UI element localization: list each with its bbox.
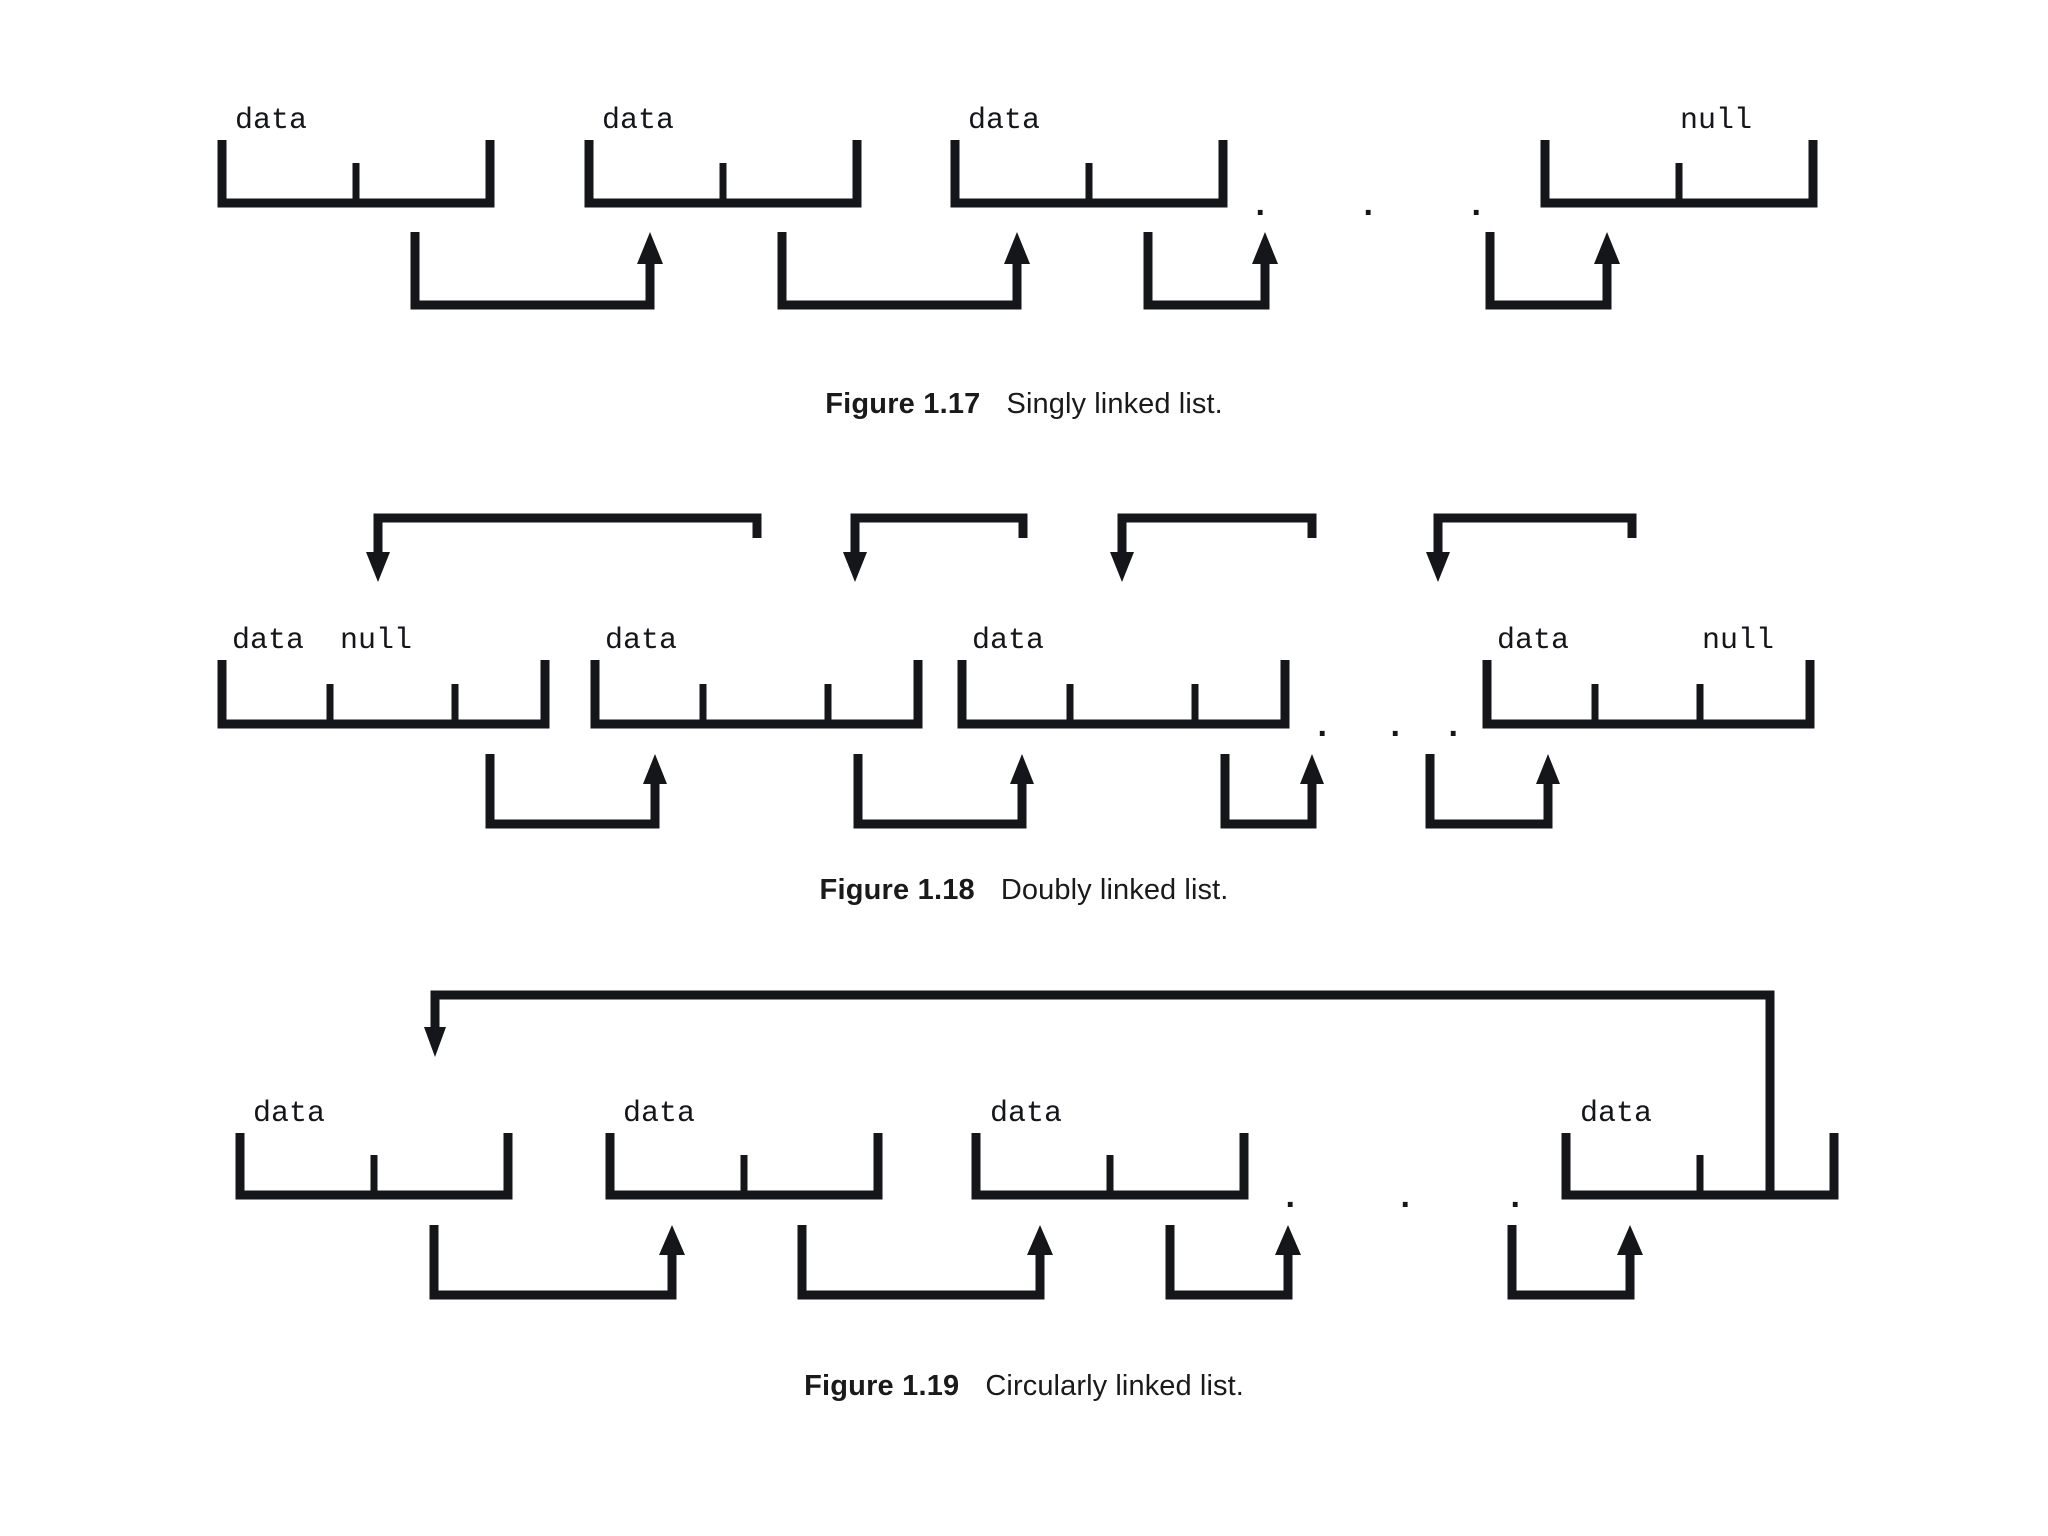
arrowhead-up	[1004, 232, 1030, 264]
node-2	[584, 140, 862, 208]
figure-1-17-caption-text: Singly linked list.	[1006, 388, 1223, 420]
arrowhead-down	[366, 552, 390, 582]
node-3-data-label: data	[990, 1097, 1062, 1131]
arrowhead-down	[843, 552, 867, 582]
pointer-1	[429, 1225, 677, 1300]
pointer-2	[777, 232, 1022, 310]
node-3	[957, 660, 1290, 729]
ellipsis-dot-1: .	[1280, 1180, 1300, 1218]
node-1	[235, 1133, 513, 1200]
node-1-data-label: data	[235, 104, 307, 138]
arrowheads	[366, 552, 1560, 784]
node-1-data-label: data	[232, 624, 304, 658]
ellipsis-dot-1: .	[1250, 188, 1270, 226]
figure-1-17-caption: Figure 1.17 Singly linked list.	[0, 388, 2048, 421]
figure-1-18-caption-label: Figure 1.18	[819, 874, 975, 906]
pointer-3	[1143, 232, 1270, 310]
arrowhead-down	[424, 1027, 446, 1057]
arrowhead-up	[659, 1225, 685, 1255]
pointer-3	[1165, 1225, 1293, 1300]
circularly-linked-list-diagram: data data data data . . .	[235, 990, 1839, 1300]
circular-wrap-pointer	[430, 990, 1775, 1198]
node-1	[217, 140, 495, 208]
arrowhead-down	[1110, 552, 1134, 582]
figure-1-19-caption-label: Figure 1.19	[804, 1370, 960, 1402]
node-3-data-label: data	[972, 624, 1044, 658]
figure-1-17: data data data null . . .	[0, 0, 2048, 330]
node-3	[950, 140, 1228, 208]
pointer-4	[1485, 232, 1612, 310]
arrowhead-up	[643, 754, 667, 784]
ellipsis-group: . . .	[1280, 1180, 1525, 1218]
forward-pointer-1	[485, 754, 660, 829]
arrowhead-up	[1027, 1225, 1053, 1255]
arrowhead-up	[1594, 232, 1620, 264]
pointer-2	[797, 1225, 1045, 1300]
node-1-data-label: data	[253, 1097, 325, 1131]
node-last	[1561, 1133, 1839, 1200]
ellipsis-dot-2: .	[1385, 709, 1405, 747]
figure-1-18-caption-text: Doubly linked list.	[1000, 874, 1229, 906]
ellipsis-dot-3: .	[1443, 709, 1463, 747]
ellipsis-group: . . .	[1312, 709, 1463, 747]
node-2	[590, 660, 923, 729]
arrowhead-up	[1617, 1225, 1643, 1255]
forward-pointer-4	[1425, 754, 1553, 829]
back-pointer-4	[1433, 513, 1637, 560]
arrowheads	[424, 1027, 1643, 1255]
arrowhead-up	[1275, 1225, 1301, 1255]
pointer-arrowheads	[637, 232, 1620, 264]
node-3	[971, 1133, 1249, 1200]
node-1	[217, 660, 550, 729]
node-last-null-label: null	[1680, 104, 1752, 138]
forward-pointer-2	[853, 754, 1027, 829]
back-pointer-2	[850, 513, 1028, 560]
back-pointer-1	[373, 513, 762, 560]
doubly-linked-list-diagram: data null data data data null . . .	[217, 513, 1815, 829]
node-last-data-label: data	[1580, 1097, 1652, 1131]
node-3-data-label: data	[968, 104, 1040, 138]
ellipsis-dot-2: .	[1358, 188, 1378, 226]
node-2-data-label: data	[623, 1097, 695, 1131]
figure-1-18-caption: Figure 1.18 Doubly linked list.	[0, 874, 2048, 907]
arrowhead-up	[1252, 232, 1278, 264]
ellipsis-dot-3: .	[1505, 1180, 1525, 1218]
node-1-null-label: null	[340, 624, 412, 658]
figure-1-19: data data data data . . .	[0, 985, 2048, 1305]
arrowhead-up	[1300, 754, 1324, 784]
node-last-null-label: null	[1702, 624, 1774, 658]
node-2-data-label: data	[602, 104, 674, 138]
ellipsis-dot-1: .	[1312, 709, 1332, 747]
arrowhead-up	[1536, 754, 1560, 784]
node-last	[1482, 660, 1815, 729]
node-2	[605, 1133, 883, 1200]
pointer-1	[410, 232, 655, 310]
ellipsis-dot-3: .	[1466, 188, 1486, 226]
figure-1-17-caption-label: Figure 1.17	[825, 388, 981, 420]
figure-1-18: data null data data data null . . .	[0, 512, 2048, 832]
back-pointer-3	[1117, 513, 1317, 560]
figure-1-19-caption-text: Circularly linked list.	[985, 1370, 1244, 1402]
arrowhead-up	[637, 232, 663, 264]
pointer-4	[1507, 1225, 1635, 1300]
figure-1-19-caption: Figure 1.19 Circularly linked list.	[0, 1370, 2048, 1403]
node-2-data-label: data	[605, 624, 677, 658]
ellipsis-dot-2: .	[1395, 1180, 1415, 1218]
ellipsis-group: . . .	[1250, 188, 1486, 226]
singly-linked-list-diagram: data data data null . . .	[217, 104, 1818, 310]
forward-pointer-3	[1220, 754, 1317, 829]
node-last-data-label: data	[1497, 624, 1569, 658]
arrowhead-up	[1010, 754, 1034, 784]
arrowhead-down	[1426, 552, 1450, 582]
node-last	[1540, 140, 1818, 208]
